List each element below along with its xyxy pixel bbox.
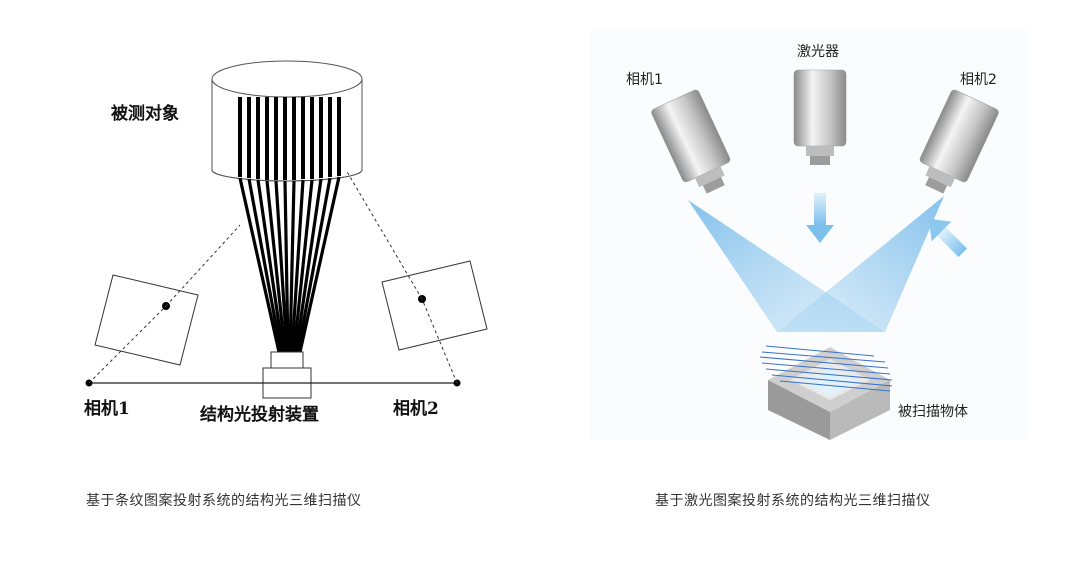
measured-object-label: 被测对象 [111, 104, 179, 124]
scanned-object [768, 347, 890, 440]
reflection-arrow [928, 218, 967, 257]
laser-label: 激光器 [797, 44, 839, 60]
scanned-object-label: 被扫描物体 [898, 404, 968, 420]
camera1-device [651, 89, 731, 194]
camera1-label-right: 相机1 [626, 72, 663, 88]
structured-light-projector [262, 351, 312, 399]
laser-device [793, 69, 847, 165]
camera2-beam [777, 196, 944, 332]
left-caption: 基于条纹图案投射系统的结构光三维扫描仪 [86, 493, 362, 509]
laser-stripes [759, 345, 893, 392]
camera1-label: 相机1 [84, 399, 130, 419]
right-caption: 基于激光图案投射系统的结构光三维扫描仪 [655, 493, 931, 509]
laser-projection-drawing [590, 30, 1030, 440]
camera2-device [919, 89, 999, 194]
camera2-frame [345, 169, 488, 387]
camera2-label: 相机2 [393, 399, 439, 419]
projector-label: 结构光投射装置 [200, 405, 319, 425]
projection-beam-fan [238, 176, 341, 353]
fringe-projection-drawing [85, 60, 488, 399]
laser-projection-diagram: 相机1 激光器 相机2 被扫描物体 基于激光图案投射系统的结构光三维扫描仪 [540, 0, 1080, 562]
camera2-label-right: 相机2 [960, 72, 997, 88]
laser-direction-arrow [806, 193, 834, 243]
fringe-stripes [238, 97, 341, 180]
camera1-frame [85, 224, 241, 387]
fringe-projection-diagram: 被测对象 相机1 结构光投射装置 相机2 基于条纹图案投射系统的结构光三维扫描仪 [84, 60, 488, 509]
